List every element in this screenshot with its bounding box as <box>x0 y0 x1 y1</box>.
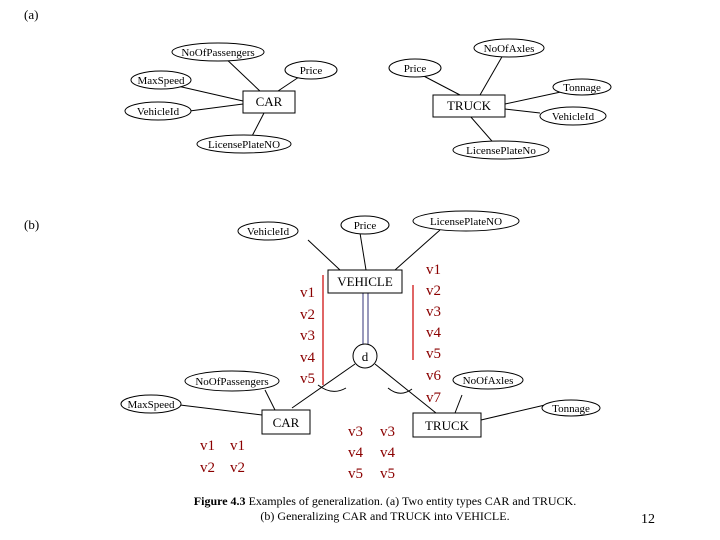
car-b-attr-maxspeed-label: MaxSpeed <box>127 399 175 411</box>
truck-value: v4 <box>380 445 396 461</box>
vehicle-vehicleid-link <box>307 239 341 271</box>
truck-value: v4 <box>348 445 364 461</box>
vehicle-attr-licenseplate-label: LicensePlateNO <box>430 216 502 228</box>
vehicle-entity-label: VEHICLE <box>337 274 393 289</box>
car-attr-vehicleid <box>124 101 192 121</box>
car-value: v1 <box>230 438 245 454</box>
truck-b-axles-link <box>454 394 463 414</box>
truck-attr-price <box>388 58 442 78</box>
vehicle-right-value: v1 <box>426 262 441 278</box>
part-a-label: (a) <box>24 7 38 22</box>
vehicle-right-value: v2 <box>426 283 441 299</box>
car-value: v1 <box>200 438 215 454</box>
figure-caption: Figure 4.3 Examples of generalization. (… <box>150 494 620 524</box>
truck-value: v5 <box>348 466 363 482</box>
vehicle-attr-price <box>340 215 390 235</box>
vehicle-left-value: v4 <box>300 350 316 366</box>
truck-attr-vehicleid-label: VehicleId <box>552 111 595 123</box>
caption-text-1: Examples of generalization. (a) Two enti… <box>248 494 577 508</box>
subset-arc-truck <box>387 387 413 394</box>
vehicle-right-value: v4 <box>426 325 442 341</box>
disjoint-circle <box>352 343 378 369</box>
car-value: v2 <box>230 460 245 476</box>
vehicle-left-value: v5 <box>300 371 315 387</box>
car-attr-maxspeed-label: MaxSpeed <box>137 75 185 87</box>
car-attr-noofpassengers-label: NoOfPassengers <box>181 47 254 59</box>
vehicle-attr-vehicleid <box>237 221 299 241</box>
vehicle-right-value: v5 <box>426 346 441 362</box>
truck-attr-vehicleid <box>539 106 607 126</box>
car-attr-maxspeed <box>130 70 192 90</box>
truck-axles-link <box>479 54 504 96</box>
truck-attr-price-label: Price <box>404 63 427 75</box>
car-entity-a <box>242 90 296 114</box>
car-attr-licenseplate-label: LicensePlateNO <box>208 139 280 151</box>
truck-attr-noofaxles-label: NoOfAxles <box>484 43 535 55</box>
vehicle-license-link <box>394 229 441 271</box>
truck-entity-b-label: TRUCK <box>425 418 470 433</box>
vehicle-right-value: v3 <box>426 304 441 320</box>
truck-b-attr-noofaxles <box>452 370 524 390</box>
d-car-link <box>291 363 356 409</box>
vehicle-entity <box>327 269 403 294</box>
part-b-label: (b) <box>24 217 39 232</box>
vehicle-attr-vehicleid-label: VehicleId <box>247 226 290 238</box>
car-entity-b-label: CAR <box>273 415 300 430</box>
car-passengers-link <box>221 54 263 94</box>
truck-attr-tonnage <box>552 78 612 96</box>
car-entity-b <box>261 409 311 435</box>
car-entity-a-label: CAR <box>256 94 283 109</box>
car-attr-price <box>284 60 338 80</box>
caption-text-2: (b) Generalizing CAR and TRUCK into VEHI… <box>260 509 510 523</box>
car-b-attr-noofpassengers <box>184 370 280 392</box>
vehicle-left-value: v1 <box>300 285 315 301</box>
subset-arc-car <box>317 384 347 392</box>
truck-b-tonnage-link <box>480 404 546 421</box>
truck-attr-licenseplate <box>452 140 550 160</box>
truck-attr-noofaxles <box>473 38 545 58</box>
vehicle-attr-licenseplate <box>412 210 520 232</box>
car-b-attr-maxspeed <box>120 394 182 414</box>
truck-attr-tonnage-label: Tonnage <box>563 82 601 94</box>
disjoint-symbol: d <box>362 349 369 364</box>
car-vehicleid-link <box>181 103 244 113</box>
d-truck-link <box>374 363 437 414</box>
caption-figure-label: Figure 4.3 <box>193 494 246 508</box>
page-number: 12 <box>641 512 655 527</box>
car-b-maxspeed-link <box>179 404 263 416</box>
vehicle-attr-price-label: Price <box>354 220 377 232</box>
truck-value: v3 <box>348 424 363 440</box>
truck-value: v3 <box>380 424 395 440</box>
car-attr-noofpassengers <box>171 42 265 62</box>
truck-b-attr-tonnage-label: Tonnage <box>552 403 590 415</box>
truck-b-attr-noofaxles-label: NoOfAxles <box>463 375 514 387</box>
truck-entity-a <box>432 94 506 118</box>
car-attr-vehicleid-label: VehicleId <box>137 106 180 118</box>
vehicle-left-value: v2 <box>300 307 315 323</box>
truck-entity-a-label: TRUCK <box>447 98 492 113</box>
truck-b-attr-tonnage <box>541 399 601 417</box>
truck-value: v5 <box>380 466 395 482</box>
car-attr-licenseplate <box>196 134 292 154</box>
vehicle-right-value: v7 <box>426 390 442 406</box>
car-b-passengers-link <box>264 389 276 411</box>
car-attr-price-label: Price <box>300 65 323 77</box>
caption-line-1: Figure 4.3 Examples of generalization. (… <box>150 494 620 509</box>
vehicle-left-value: v3 <box>300 328 315 344</box>
vehicle-price-link <box>359 232 367 271</box>
car-b-attr-noofpassengers-label: NoOfPassengers <box>195 376 268 388</box>
car-value: v2 <box>200 460 215 476</box>
truck-vehicleid-link <box>504 108 541 114</box>
vehicle-right-value: v6 <box>426 368 442 384</box>
truck-entity-b <box>412 412 482 438</box>
truck-attr-licenseplate-label: LicensePlateNo <box>466 145 536 157</box>
